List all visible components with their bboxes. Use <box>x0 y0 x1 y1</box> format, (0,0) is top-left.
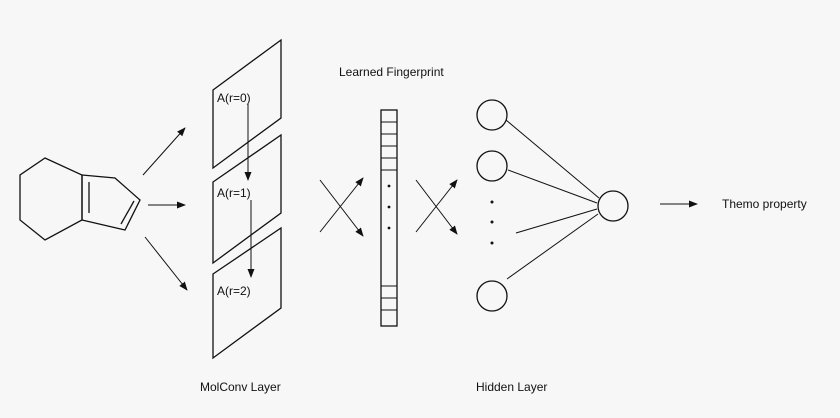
hidden-layer-nodes <box>476 99 508 312</box>
fingerprint-to-hidden-arrows <box>415 179 458 235</box>
layer-label: A(r=0) <box>217 91 251 105</box>
molconv-layer-label: MolConv Layer <box>200 380 281 394</box>
hidden-node <box>476 280 508 312</box>
layer-label: A(r=2) <box>217 284 251 298</box>
layer-panel <box>212 226 282 360</box>
hidden-node <box>476 99 508 131</box>
layer-label: A(r=1) <box>217 186 251 200</box>
hidden-layer-label: Hidden Layer <box>476 380 547 394</box>
layer-to-fingerprint-arrows <box>319 177 364 237</box>
fingerprint-vector <box>380 109 398 327</box>
output-property-label: Themo property <box>722 197 807 211</box>
learned-fingerprint-label: Learned Fingerprint <box>339 65 444 79</box>
layer-panel <box>212 133 282 265</box>
hidden-to-output-connections <box>505 119 600 280</box>
molecule-to-layer-arrows <box>142 127 188 291</box>
molconv-layers: A(r=0) A(r=1) A(r=2) <box>212 38 282 360</box>
hidden-node <box>476 150 508 182</box>
molecule-structure <box>19 157 141 241</box>
output-node <box>597 190 629 222</box>
layer-panel <box>212 38 282 170</box>
